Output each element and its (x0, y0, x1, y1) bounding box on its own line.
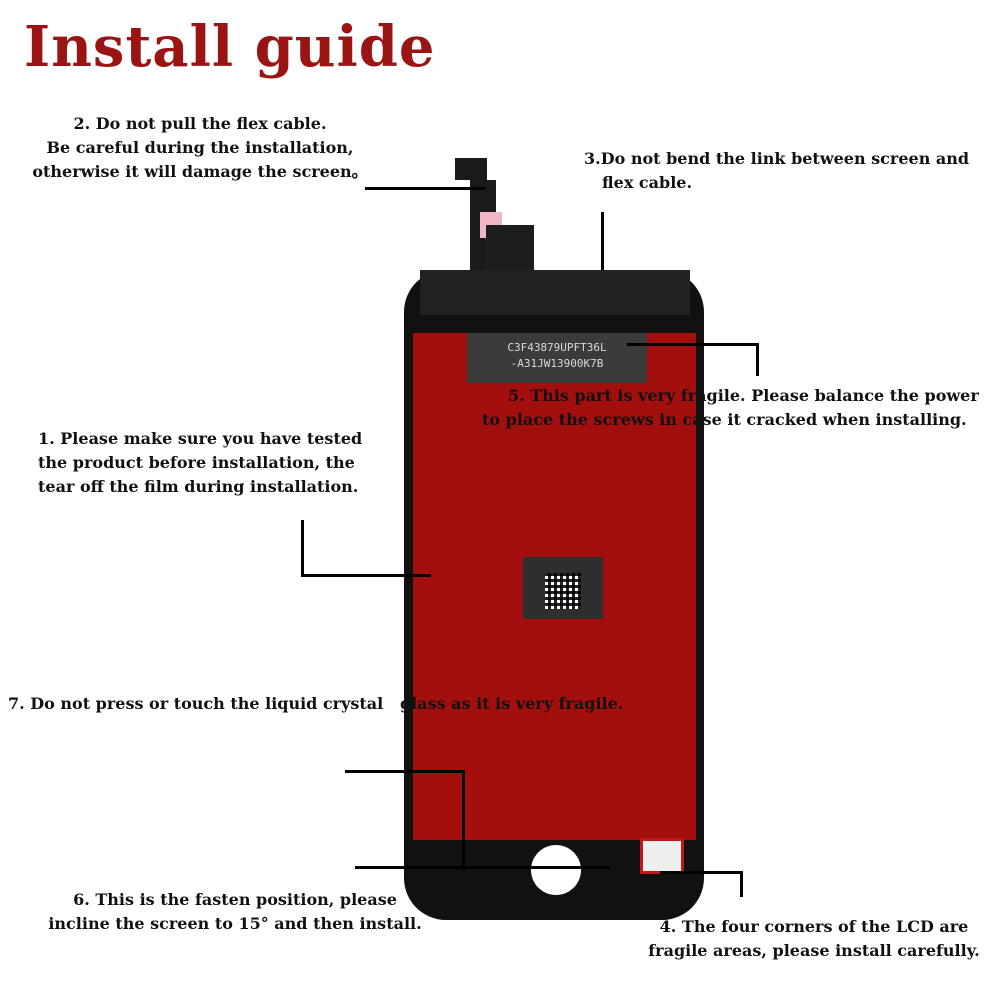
pointer-line-4a (660, 871, 743, 874)
flex-cable-top (455, 158, 487, 180)
pointer-line-6b (462, 770, 465, 870)
pointer-line-5b (756, 343, 759, 376)
note-1: 1. Please make sure you have tested the … (38, 429, 363, 496)
home-button-hole (531, 845, 581, 895)
corner-tag (640, 838, 684, 874)
pointer-line-4b (740, 871, 743, 897)
note-7: 7. Do not press or touch the liquid crys… (8, 694, 624, 713)
serial-label: C3F43879UPFT36L -A31JW13900K7B (467, 333, 647, 383)
note-6: 6. This is the fasten position, please i… (48, 890, 422, 933)
top-bracket (420, 270, 690, 315)
pointer-line-6a (345, 770, 465, 773)
note-3: 3.Do not bend the link between screen an… (584, 149, 970, 192)
note-2: 2. Do not pull the flex cable. Be carefu… (32, 114, 368, 181)
pointer-line-6c (355, 866, 610, 869)
note-4: 4. The four corners of the LCD are fragi… (648, 917, 980, 960)
qr-code-icon (545, 573, 581, 609)
pointer-line-3 (601, 212, 604, 270)
pointer-line-5a (627, 343, 757, 346)
note-5: 5. This part is very fragile. Please bal… (482, 386, 979, 429)
pointer-line-1a (301, 520, 304, 577)
serial-line-2: -A31JW13900K7B (510, 357, 604, 370)
pointer-line-1b (301, 574, 431, 577)
serial-line-1: C3F43879UPFT36L (507, 341, 607, 354)
pointer-line-2 (365, 187, 485, 190)
page-title: Install guide (24, 14, 436, 80)
